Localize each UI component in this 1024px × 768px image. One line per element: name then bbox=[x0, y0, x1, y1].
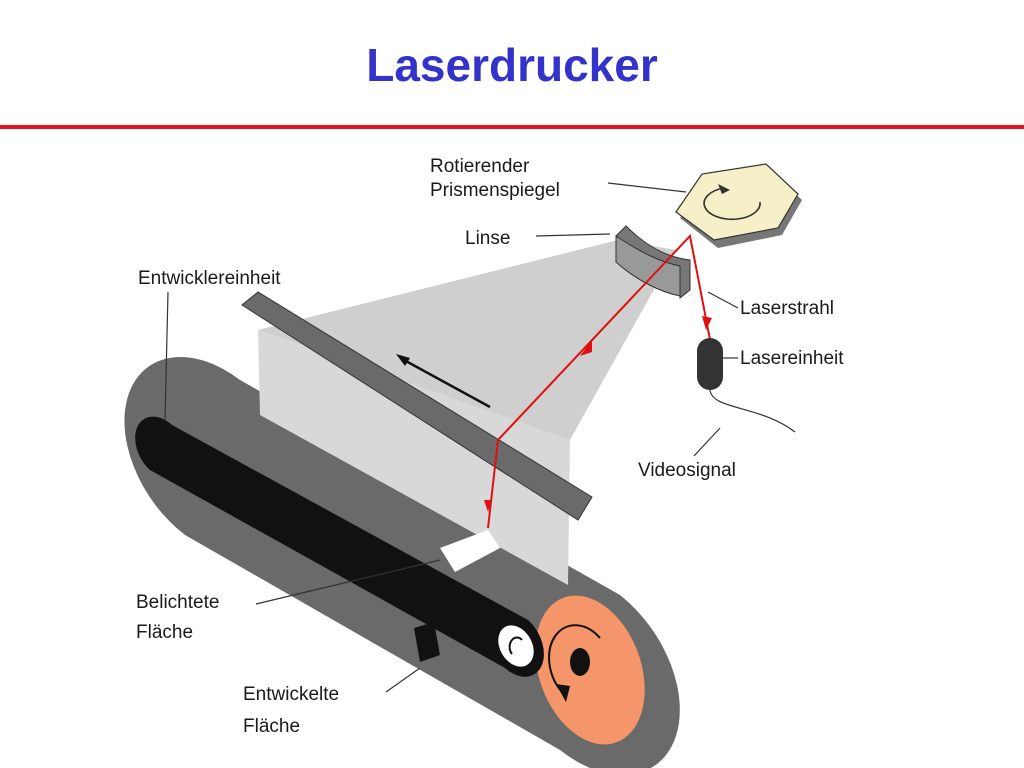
label-prism-mirror-1: Rotierender bbox=[430, 156, 530, 177]
leader-developed-area bbox=[385, 667, 421, 693]
direction-arrow-line bbox=[403, 358, 491, 409]
laser-arrowhead-2 bbox=[580, 340, 592, 356]
label-prism-mirror-2: Prismenspiegel bbox=[430, 180, 560, 201]
label-video-signal: Videosignal bbox=[638, 460, 736, 481]
label-exposed-area-2: Fläche bbox=[136, 622, 193, 643]
laser-beam-path bbox=[487, 233, 713, 529]
drum-end-face bbox=[533, 593, 647, 747]
leader-laser-beam bbox=[707, 291, 739, 309]
leader-prism bbox=[607, 182, 687, 193]
label-laser-beam: Laserstrahl bbox=[740, 298, 834, 319]
developed-area-patch bbox=[414, 622, 440, 662]
exposed-area-patch bbox=[440, 530, 500, 572]
video-signal-cable bbox=[709, 389, 796, 433]
light-curtain bbox=[258, 330, 570, 585]
laser-unit-body bbox=[697, 338, 723, 390]
direction-arrowhead bbox=[396, 354, 410, 366]
label-developed-area-2: Fläche bbox=[243, 716, 300, 737]
drum-axle bbox=[570, 648, 590, 676]
page-title: Laserdrucker bbox=[366, 39, 658, 91]
label-lens: Linse bbox=[465, 228, 510, 249]
developer-unit-bar bbox=[241, 291, 593, 521]
light-cone bbox=[258, 240, 676, 440]
roller-end bbox=[498, 625, 534, 667]
prism-rotation-arrowhead bbox=[718, 184, 730, 194]
label-exposed-area-1: Belichtete bbox=[136, 592, 219, 613]
label-laser-unit: Lasereinheit bbox=[740, 348, 844, 369]
label-developed-area-1: Entwickelte bbox=[243, 684, 339, 705]
laser-arrowhead-1 bbox=[702, 316, 712, 330]
leader-exposed-area bbox=[255, 559, 441, 605]
leader-video-signal bbox=[693, 427, 721, 457]
roller-rotation-icon bbox=[508, 636, 523, 655]
label-developer-unit: Entwicklereinheit bbox=[138, 268, 281, 289]
developer-roller bbox=[135, 416, 544, 677]
leader-lens bbox=[535, 233, 611, 237]
title-divider bbox=[0, 125, 1024, 129]
leader-developer-unit bbox=[164, 291, 169, 421]
drum-rotation-arrowhead bbox=[556, 684, 570, 702]
prism-mirror-top bbox=[675, 163, 799, 241]
lens-face bbox=[615, 235, 681, 297]
laser-arrowhead-3 bbox=[484, 500, 492, 512]
prism-rotation-arrow bbox=[703, 187, 761, 221]
drum-rotation-arrow bbox=[548, 624, 601, 693]
